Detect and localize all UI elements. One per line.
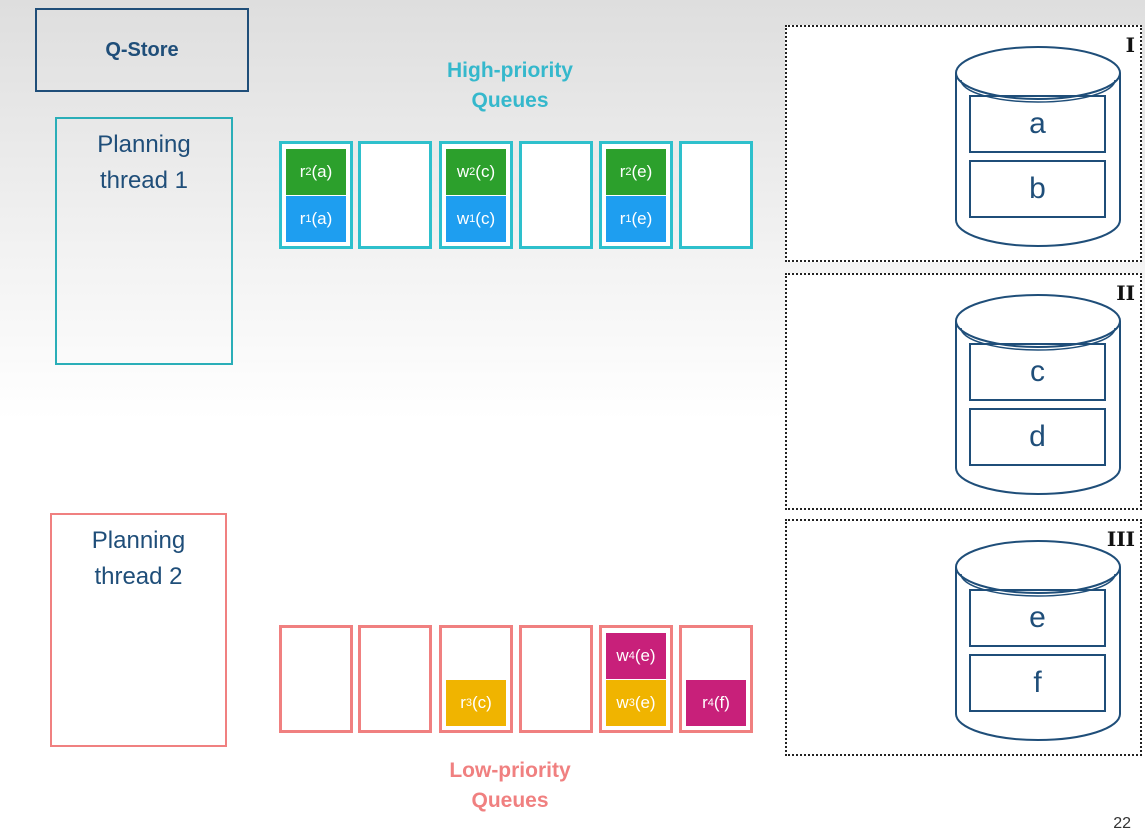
record-a: a bbox=[969, 95, 1106, 153]
low-priority-label-line1: Low-priority bbox=[449, 759, 571, 782]
database-cylinder-icon bbox=[955, 294, 1121, 495]
site-3 bbox=[785, 519, 1142, 756]
site-numeral: II bbox=[1116, 281, 1135, 305]
record-f: f bbox=[969, 654, 1106, 712]
record-b: b bbox=[969, 160, 1106, 218]
high-priority-label-line1: High-priority bbox=[447, 59, 573, 82]
database-cylinder-icon bbox=[955, 540, 1121, 741]
site-numeral: I bbox=[1125, 33, 1135, 57]
planning-thread-1: Planning thread 1 bbox=[55, 117, 233, 365]
low-priority-queue-4 bbox=[519, 625, 593, 733]
q-store-box: Q-Store bbox=[35, 8, 249, 92]
site-2 bbox=[785, 273, 1142, 510]
site-numeral: III bbox=[1106, 527, 1135, 551]
record-c: c bbox=[969, 343, 1106, 401]
page-number: 22 bbox=[1113, 815, 1131, 832]
thread-1-label-line2: thread 1 bbox=[99, 167, 189, 194]
record-e: e bbox=[969, 589, 1106, 647]
high-priority-queue-6 bbox=[679, 141, 753, 249]
low-priority-queue-2 bbox=[358, 625, 432, 733]
database-cylinder-icon bbox=[955, 46, 1121, 247]
planning-thread-2: Planning thread 2 bbox=[50, 513, 227, 747]
low-priority-queue-1 bbox=[279, 625, 353, 733]
high-priority-queue-2 bbox=[358, 141, 432, 249]
high-priority-label: High-priority Queues bbox=[395, 56, 625, 116]
site-1 bbox=[785, 25, 1142, 262]
high-priority-label-line2: Queues bbox=[471, 89, 549, 112]
thread-2-label-line2: thread 2 bbox=[94, 563, 183, 590]
q-store-label: Q-Store bbox=[105, 38, 179, 61]
record-d: d bbox=[969, 408, 1106, 466]
thread-2-label-line1: Planning bbox=[91, 527, 186, 554]
low-priority-label-line2: Queues bbox=[471, 789, 549, 812]
thread-1-label-line1: Planning bbox=[97, 131, 191, 158]
low-priority-label: Low-priority Queues bbox=[395, 756, 625, 816]
high-priority-queue-4 bbox=[519, 141, 593, 249]
